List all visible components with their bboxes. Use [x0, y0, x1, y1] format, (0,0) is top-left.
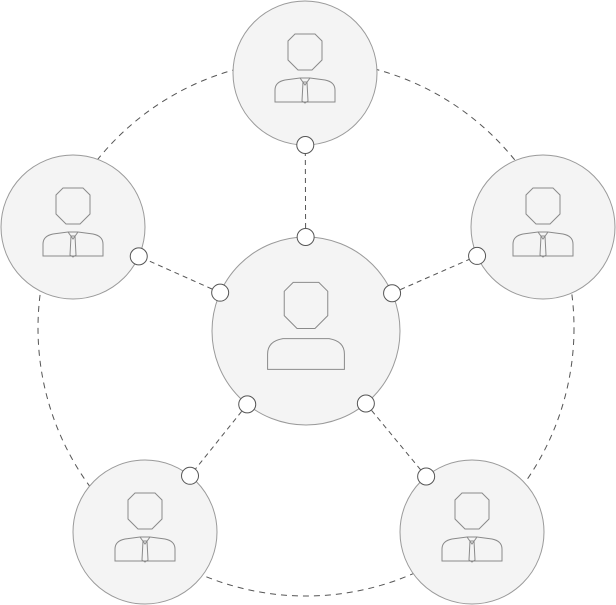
outer-node	[0, 154, 146, 300]
connection-dot	[211, 283, 230, 302]
connectors	[138, 144, 478, 477]
person-with-tie-icon	[512, 187, 574, 258]
person-with-tie-icon	[42, 187, 104, 258]
connection-dot	[417, 467, 436, 486]
person-icon	[267, 281, 345, 370]
outer-node	[72, 459, 218, 605]
connection-dot	[356, 394, 375, 413]
outer-node	[470, 154, 616, 300]
outer-node	[232, 0, 378, 146]
connector-line	[138, 255, 221, 294]
connection-dot	[238, 395, 257, 414]
connector-line	[189, 404, 248, 477]
connection-dot	[383, 284, 402, 303]
connection-dot	[296, 135, 315, 154]
person-with-tie-icon	[114, 492, 176, 563]
person-with-tie-icon	[441, 492, 503, 563]
outer-node	[399, 459, 545, 605]
connector-line	[391, 255, 478, 294]
connection-dot	[468, 246, 487, 265]
person-with-tie-icon	[274, 33, 336, 104]
dashed-ring	[37, 59, 575, 597]
connection-dot	[181, 466, 200, 485]
connection-dot	[296, 228, 315, 247]
connection-dot	[129, 247, 148, 266]
connector-line	[365, 403, 427, 477]
